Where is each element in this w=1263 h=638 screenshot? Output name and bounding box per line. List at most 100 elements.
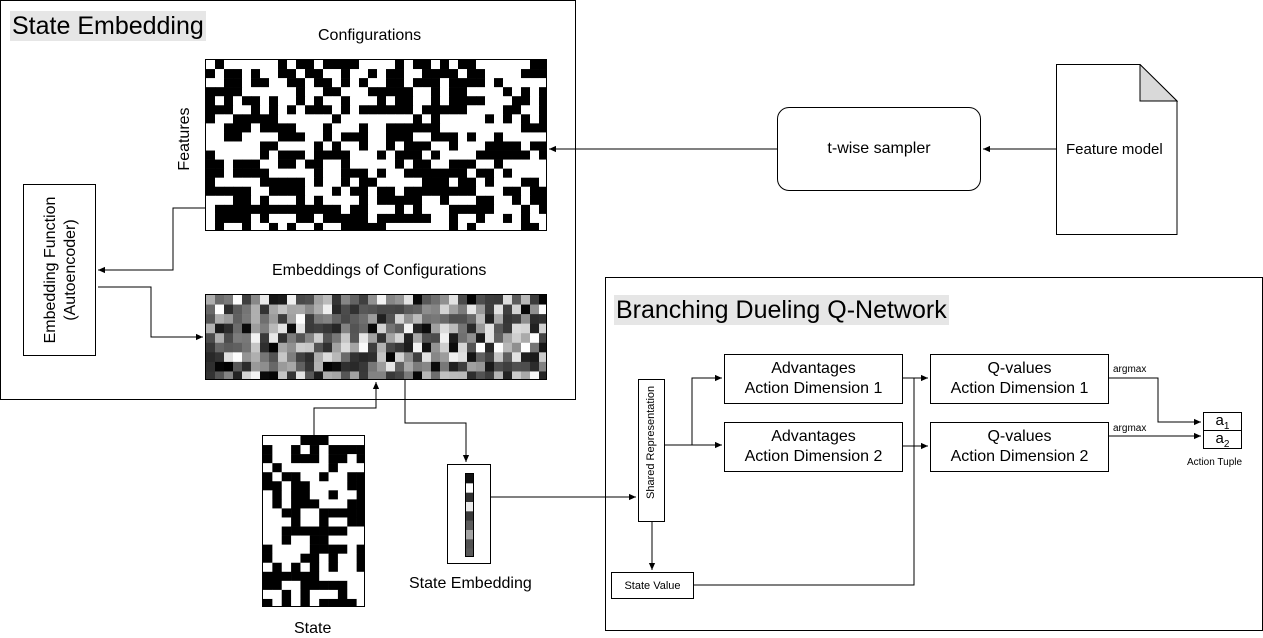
matrix-cell [458, 204, 468, 215]
matrix-cell [530, 213, 540, 224]
matrix-cell [251, 222, 261, 230]
matrix-cell [233, 204, 243, 215]
matrix-cell [260, 333, 270, 344]
matrix-cell [332, 159, 342, 169]
matrix-cell [305, 342, 315, 353]
matrix-cell [332, 304, 342, 315]
matrix-cell [300, 544, 311, 554]
matrix-cell [341, 159, 351, 169]
matrix-cell [233, 222, 243, 230]
matrix-cell [368, 342, 378, 353]
matrix-cell [328, 454, 339, 464]
matrix-cell [476, 132, 486, 142]
matrix-cell [341, 69, 351, 79]
matrix-cell [323, 186, 333, 197]
matrix-cell [476, 333, 486, 344]
matrix-cell [404, 222, 414, 230]
matrix-cell [440, 195, 450, 206]
matrix-cell [503, 371, 513, 379]
matrix-cell [449, 352, 459, 363]
matrix-cell [296, 342, 306, 353]
matrix-cell [215, 323, 225, 334]
matrix-cell [341, 123, 351, 133]
matrix-cell [287, 186, 297, 197]
matrix-cell [521, 342, 531, 353]
matrix-cell [347, 517, 357, 527]
matrix-cell [260, 213, 270, 224]
matrix-cell [386, 69, 396, 79]
matrix-cell [404, 69, 414, 79]
matrix-cell [233, 87, 243, 97]
matrix-cell [215, 314, 225, 324]
matrix-cell [309, 445, 320, 455]
matrix-cell [494, 204, 504, 215]
matrix-cell [530, 323, 540, 334]
matrix-cell [494, 314, 504, 324]
matrix-cell [377, 295, 387, 305]
matrix-cell [319, 490, 329, 500]
matrix-cell [467, 333, 477, 344]
matrix-cell [287, 132, 297, 142]
matrix-cell [359, 352, 369, 363]
matrix-cell [467, 87, 477, 97]
matrix-cell [485, 168, 495, 178]
matrix-cell [224, 352, 234, 363]
matrix-cell [233, 333, 243, 344]
matrix-cell [291, 589, 301, 600]
matrix-cell [224, 177, 234, 188]
matrix-cell [530, 132, 540, 142]
matrix-cell [521, 105, 531, 115]
matrix-cell [291, 445, 301, 455]
matrix-cell [512, 114, 522, 124]
matrix-cell [296, 371, 306, 379]
matrix-cell [449, 105, 459, 115]
matrix-cell [287, 150, 297, 160]
matrix-cell [368, 132, 378, 142]
matrix-cell [341, 371, 351, 379]
matrix-cell [395, 60, 405, 70]
matrix-cell [296, 195, 306, 206]
matrix-cell [309, 580, 320, 591]
matrix-cell [350, 123, 360, 133]
matrix-cell [476, 177, 486, 188]
matrix-cell [260, 141, 270, 151]
matrix-cell [485, 213, 495, 224]
matrix-cell [206, 159, 216, 169]
matrix-cell [368, 213, 378, 224]
matrix-cell [337, 436, 348, 446]
matrix-cell [466, 530, 473, 540]
matrix-cell [323, 323, 333, 334]
matrix-cell [291, 526, 301, 536]
matrix-cell [272, 580, 283, 591]
matrix-cell [512, 295, 522, 305]
matrix-cell [281, 490, 292, 500]
matrix-cell [260, 150, 270, 160]
matrix-cell [386, 333, 396, 344]
matrix-cell [309, 454, 320, 464]
matrix-cell [503, 304, 513, 315]
matrix-cell [314, 213, 324, 224]
matrix-cell [395, 96, 405, 106]
matrix-cell [233, 60, 243, 70]
matrix-cell [224, 105, 234, 115]
matrix-cell [539, 105, 546, 115]
matrix-cell [359, 204, 369, 215]
matrix-cell [314, 69, 324, 79]
matrix-cell [341, 114, 351, 124]
matrix-cell [206, 132, 216, 142]
matrix-cell [323, 150, 333, 160]
matrix-cell [278, 177, 288, 188]
matrix-cell [272, 544, 283, 554]
matrix-cell [206, 295, 216, 305]
action-1-base: a [1215, 411, 1224, 429]
matrix-cell [458, 186, 468, 197]
matrix-cell [206, 333, 216, 344]
matrix-cell [242, 295, 252, 305]
matrix-cell [422, 186, 432, 197]
matrix-cell [377, 87, 387, 97]
matrix-cell [530, 333, 540, 344]
matrix-cell [319, 589, 329, 600]
matrix-cell [539, 96, 546, 106]
matrix-cell [485, 87, 495, 97]
matrix-cell [395, 105, 405, 115]
